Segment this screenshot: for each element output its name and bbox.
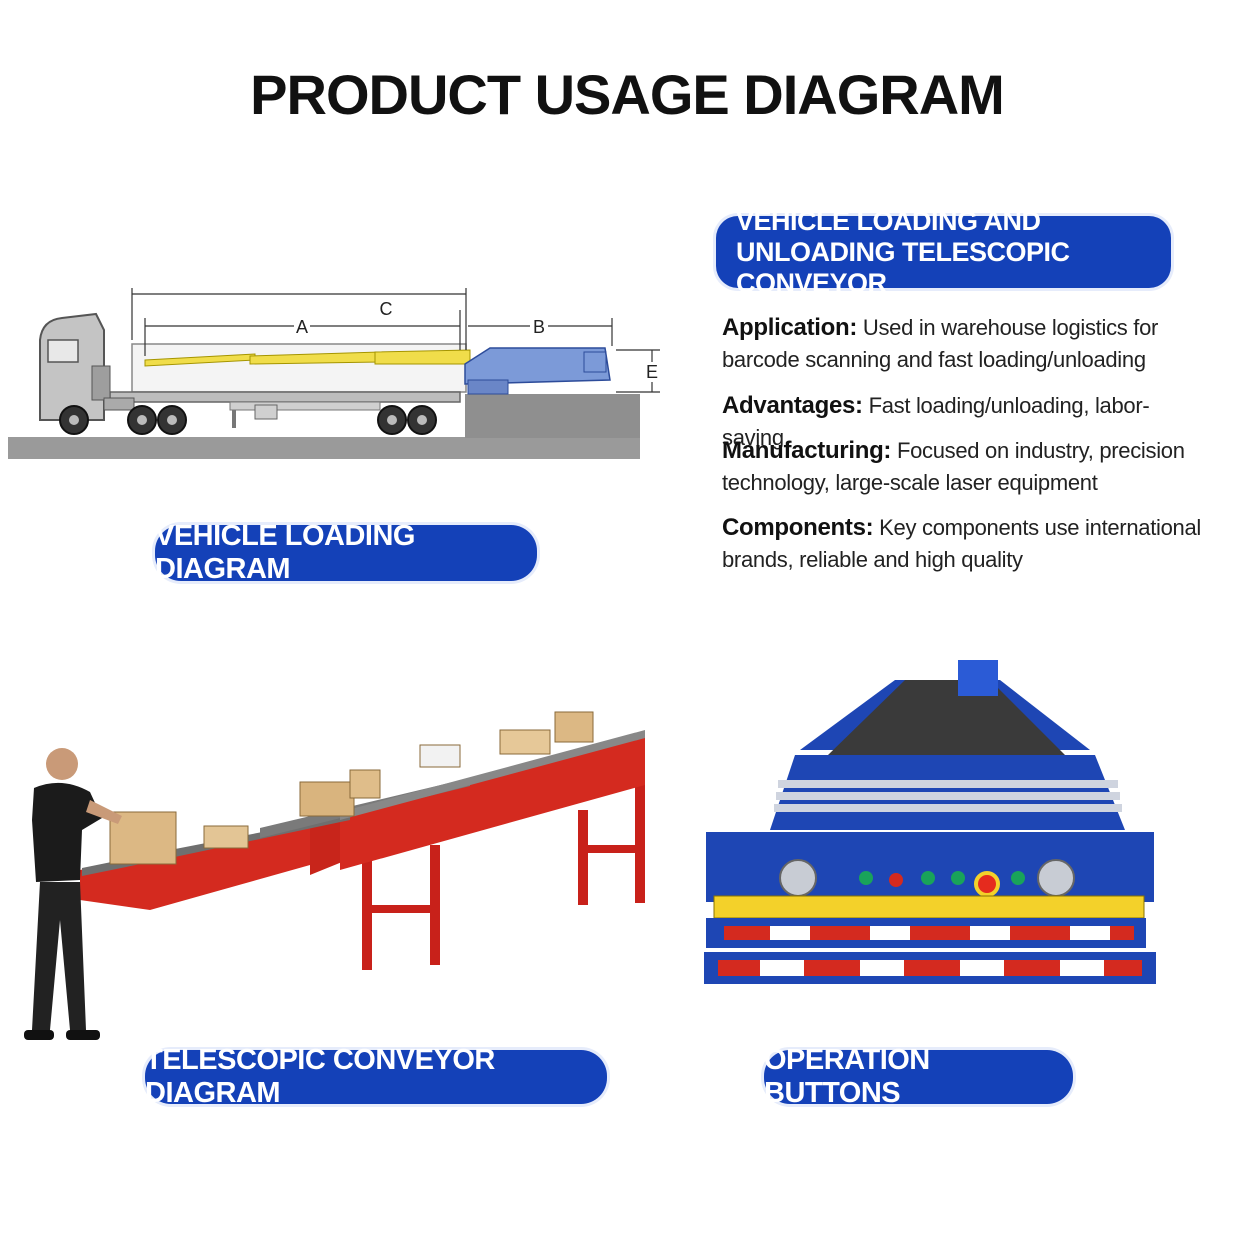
conveyor-title-line1: VEHICLE LOADING AND <box>736 205 1041 236</box>
panel-buttons <box>859 871 1025 887</box>
indicator-light-left <box>779 859 817 897</box>
info-label: Components: <box>722 514 874 541</box>
conveyor-base <box>464 347 611 385</box>
yellow-bumper <box>713 895 1145 919</box>
truck-hitch <box>103 397 135 411</box>
ground <box>8 437 640 459</box>
info-advantages: Advantages: Fast loading/unloading, labo… <box>722 390 1202 454</box>
info-text: Focused on industry, precision technolog… <box>722 438 1185 495</box>
worker-figure <box>24 748 122 1040</box>
info-text: Key components use international brands,… <box>722 515 1202 572</box>
indicator-light-right <box>1037 859 1075 897</box>
conveyor-control-box <box>583 351 607 373</box>
dim-label-a: A <box>296 317 308 337</box>
dim-c-gap <box>378 300 394 320</box>
trailer-tank <box>254 404 278 420</box>
conveyor-legs <box>362 785 645 970</box>
info-application: Application: Used in warehouse logistics… <box>722 312 1202 376</box>
info-label: Manufacturing: <box>722 437 892 464</box>
operation-buttons-illustration <box>704 660 1156 984</box>
rollers <box>774 780 1122 812</box>
conveyor-title-line2: UNLOADING TELESCOPIC CONVEYOR <box>736 236 1070 298</box>
vehicle-loading-illustration: C A B E <box>8 288 660 459</box>
conveyor-title-pill: VEHICLE LOADING AND UNLOADING TELESCOPIC… <box>716 206 1171 298</box>
info-label: Application: <box>722 314 858 341</box>
conveyor-section-3 <box>340 735 645 870</box>
motor-box <box>958 660 998 696</box>
dim-e-gap <box>644 362 660 382</box>
conveyor-section-1 <box>80 825 310 910</box>
dim-label-b: B <box>533 317 545 337</box>
control-panel <box>706 832 1154 902</box>
dim-a-gap <box>294 316 310 336</box>
trailer-frame <box>229 401 381 411</box>
info-text: Fast loading/unloading, labor-saving <box>722 393 1150 450</box>
trailer-leg <box>232 410 236 428</box>
truck-wheels <box>59 405 437 435</box>
dim-label-e: E <box>646 362 658 382</box>
emergency-stop-button <box>974 871 1000 897</box>
belt-surface-3 <box>340 730 645 820</box>
dimension-lines <box>131 288 660 393</box>
conveyor-foot <box>467 379 509 395</box>
info-text: Used in warehouse logistics for barcode … <box>722 315 1159 372</box>
top-belt <box>828 680 1065 755</box>
truck-tank <box>91 365 111 401</box>
info-manufacturing: Manufacturing: Focused on industry, prec… <box>722 435 1202 499</box>
operation-buttons-caption: OPERATION BUTTONS <box>764 1044 1073 1109</box>
info-components: Components: Key components use internati… <box>722 512 1202 576</box>
loading-dock <box>465 394 640 438</box>
wheel-hubs <box>69 415 427 425</box>
warning-stripes <box>718 926 1142 976</box>
telescopic-conveyor-caption: TELESCOPIC CONVEYOR DIAGRAM <box>145 1044 607 1109</box>
truck-window <box>47 339 79 363</box>
trailer-chassis <box>109 391 461 403</box>
vehicle-loading-caption: VEHICLE LOADING DIAGRAM <box>155 520 537 585</box>
extension-stage-3 <box>374 349 471 365</box>
info-label: Advantages: <box>722 392 863 419</box>
cardboard-boxes <box>109 711 594 865</box>
telescopic-conveyor-illustration <box>24 711 645 1040</box>
dim-label-c: C <box>380 299 393 319</box>
dim-b-gap <box>530 316 548 336</box>
page-title: PRODUCT USAGE DIAGRAM <box>250 63 1005 126</box>
